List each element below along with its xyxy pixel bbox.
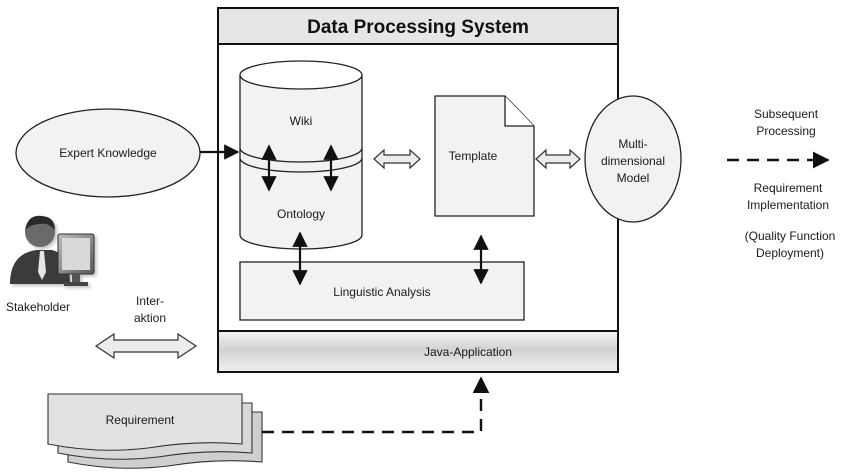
requirement-implementation-line1: Requirement — [754, 181, 823, 195]
requirement-label: Requirement — [106, 413, 175, 427]
interaktion-hollow-arrow — [94, 332, 198, 360]
subsequent-processing-line1: Subsequent — [754, 107, 819, 121]
interaktion-label-line1: Inter- — [136, 294, 164, 308]
template-model-hollow-arrow — [535, 148, 581, 170]
wiki-ontology-cylinder: Wiki Ontology — [239, 60, 363, 250]
expert-knowledge-label: Expert Knowledge — [59, 146, 157, 160]
qfd-label-line2: Deployment) — [756, 246, 824, 260]
requirement-implementation-line2: Implementation — [747, 198, 829, 212]
java-application-label: Java-Application — [424, 345, 512, 359]
model-label-line3: Model — [617, 171, 650, 185]
model-label-line2: dimensional — [601, 154, 665, 168]
expert-knowledge-ellipse: Expert Knowledge — [15, 108, 201, 198]
stakeholder-icon — [10, 215, 95, 286]
stakeholder-label: Stakeholder — [6, 300, 70, 314]
model-label-line1: Multi- — [618, 137, 647, 151]
ontology-label: Ontology — [277, 207, 325, 221]
wiki-label: Wiki — [290, 114, 313, 128]
requirement-documents: Requirement — [47, 393, 263, 469]
linguistic-analysis-label: Linguistic Analysis — [333, 285, 430, 299]
subsequent-processing-line2: Processing — [756, 124, 815, 138]
multidimensional-model-ellipse: Multi- dimensional Model — [584, 95, 682, 223]
system-title: Data Processing System — [307, 17, 529, 38]
cylinder-template-hollow-arrow — [373, 148, 421, 170]
interaktion-label-line2: aktion — [134, 311, 166, 325]
template-document: Template — [434, 95, 535, 217]
requirement-to-java-arrow — [262, 376, 490, 434]
qfd-label-line1: (Quality Function — [745, 229, 836, 243]
java-application-bar: Java-Application — [217, 330, 619, 373]
template-label: Template — [449, 149, 498, 163]
